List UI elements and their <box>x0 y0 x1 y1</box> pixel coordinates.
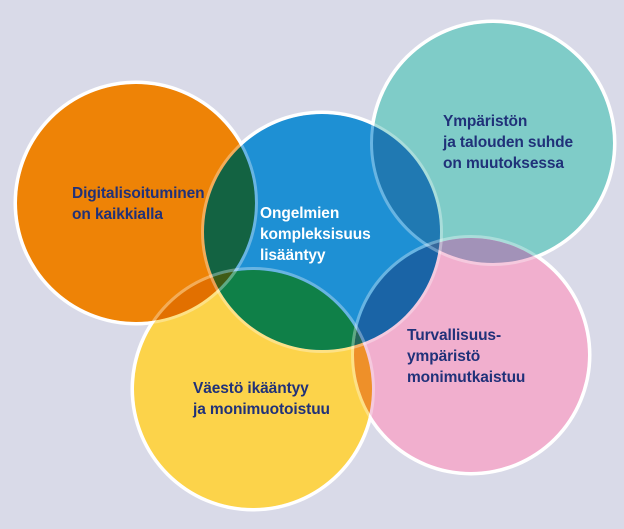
overlap-regions <box>134 114 588 472</box>
circle-fills <box>17 23 613 508</box>
edge-complexity <box>201 111 443 353</box>
overlap-blue-pink <box>354 238 440 350</box>
edge-security <box>351 235 591 475</box>
edge-highlights <box>14 20 616 511</box>
overlap-blue-teal <box>373 114 440 263</box>
edge-environment <box>370 20 616 266</box>
overlap-blue-yellow <box>204 270 372 350</box>
edge-digitalisation <box>14 81 258 325</box>
edge-population <box>131 267 375 511</box>
digitalisation-circle <box>17 84 255 322</box>
